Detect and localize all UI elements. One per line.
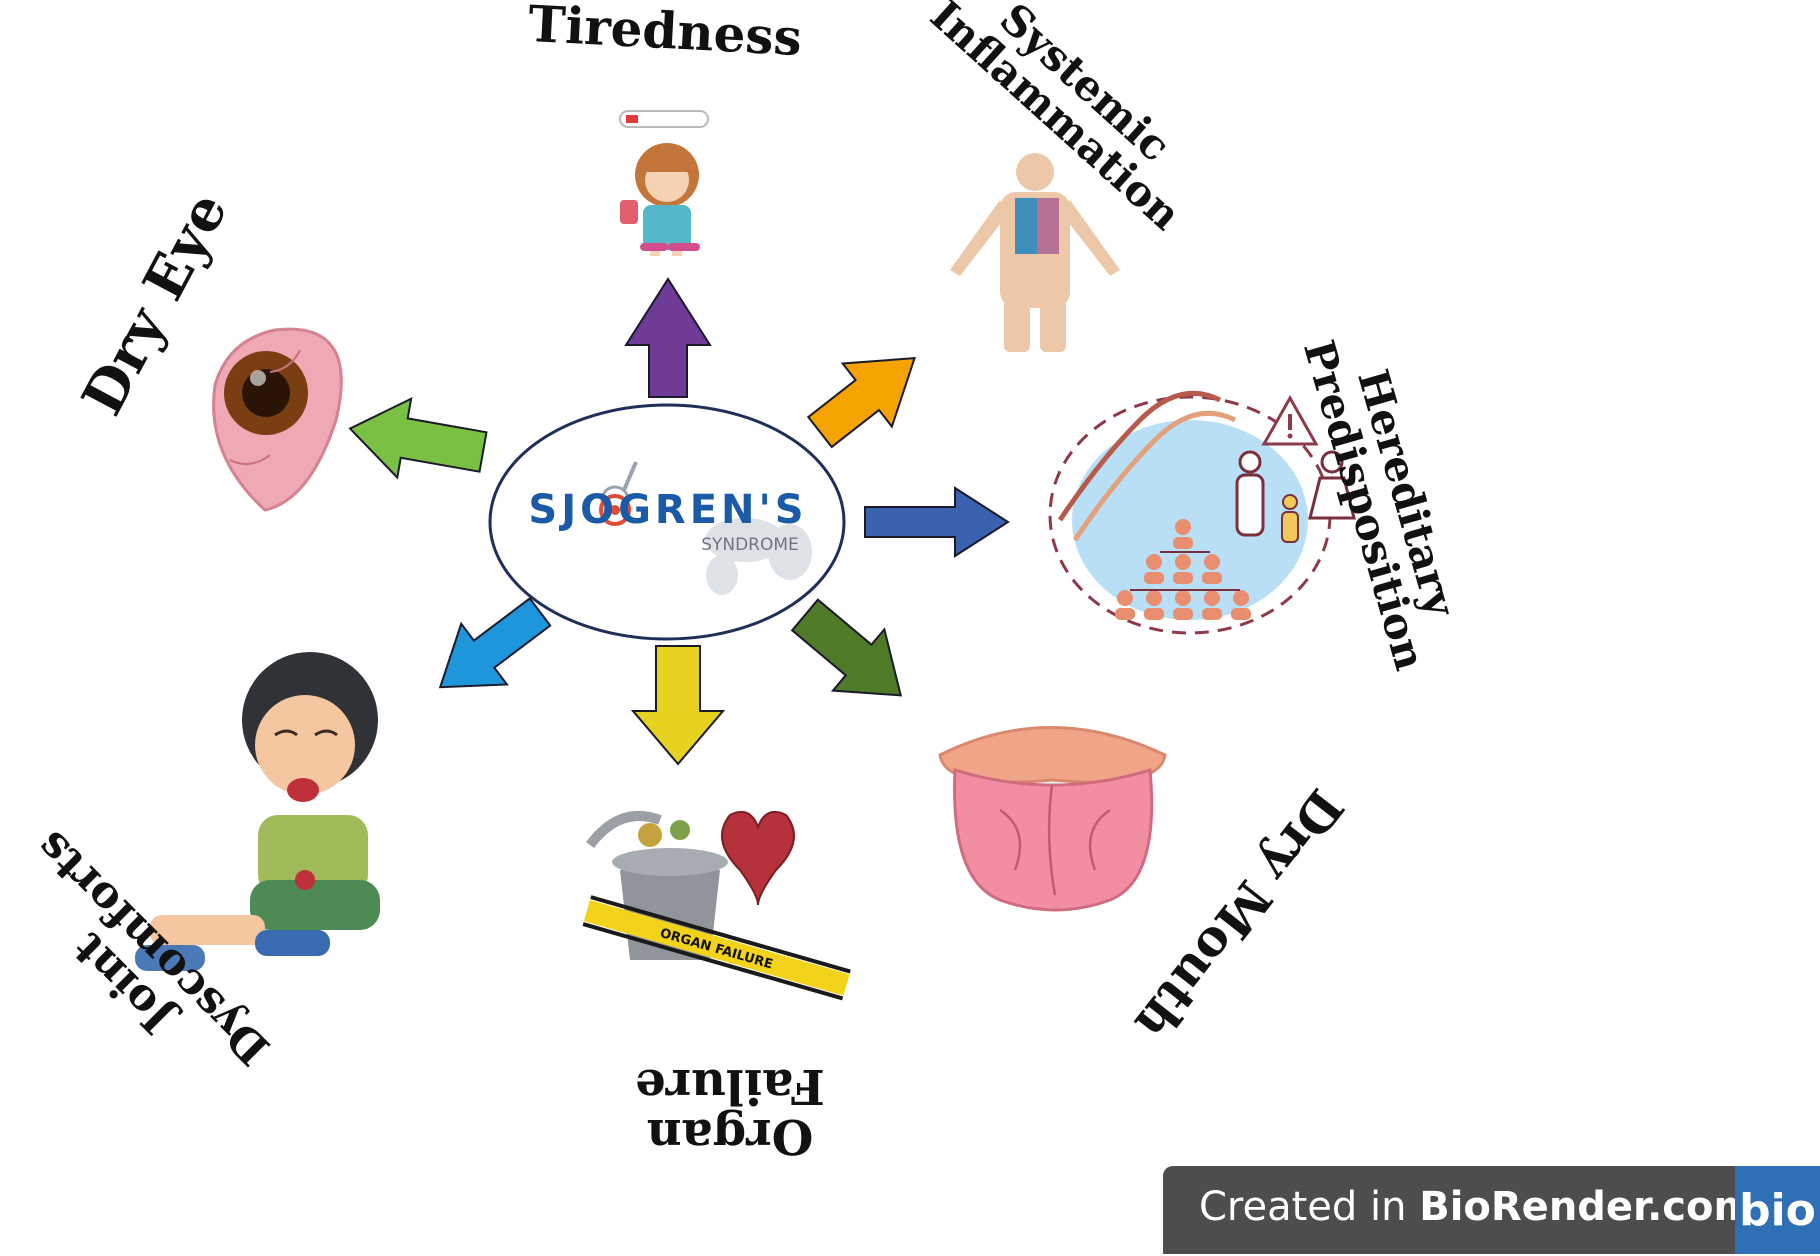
tired-girl-illustration [619, 110, 709, 256]
crying-boy-illustration [135, 652, 380, 971]
world-map-icon [705, 518, 812, 595]
arrow-hereditary-predisposition [864, 486, 1010, 558]
biorender-logo-icon: bio [1735, 1166, 1820, 1254]
arrow-dry-eye [348, 396, 488, 480]
arrow-systemic-inflammation [806, 357, 916, 449]
center-subtitle: SYNDROME [701, 535, 799, 555]
hereditary-illustration [1048, 390, 1356, 635]
arrow-joint-dyscomforts [438, 597, 552, 689]
label-organ-failure: Organ Failure [635, 1057, 825, 1164]
magnifier-icon [599, 461, 638, 526]
hazard-tape: ORGAN FAILURE [582, 895, 851, 1001]
organ-failure-illustration: ORGAN FAILURE [582, 810, 851, 1001]
human-body-illustration [950, 153, 1120, 352]
center-hub: SJOGREN'S SYNDROME [488, 403, 846, 641]
arrow-tiredness [624, 277, 712, 398]
biorender-badge[interactable]: Created in BioRender.com bio [1163, 1166, 1820, 1254]
dry-mouth-illustration [938, 726, 1167, 912]
badge-text: Created in BioRender.com [1199, 1184, 1756, 1230]
center-brand-text: SJOGREN'S [528, 487, 807, 533]
arrow-dry-mouth [790, 598, 903, 697]
dry-eye-illustration [212, 327, 343, 512]
arrow-organ-failure [630, 645, 726, 766]
